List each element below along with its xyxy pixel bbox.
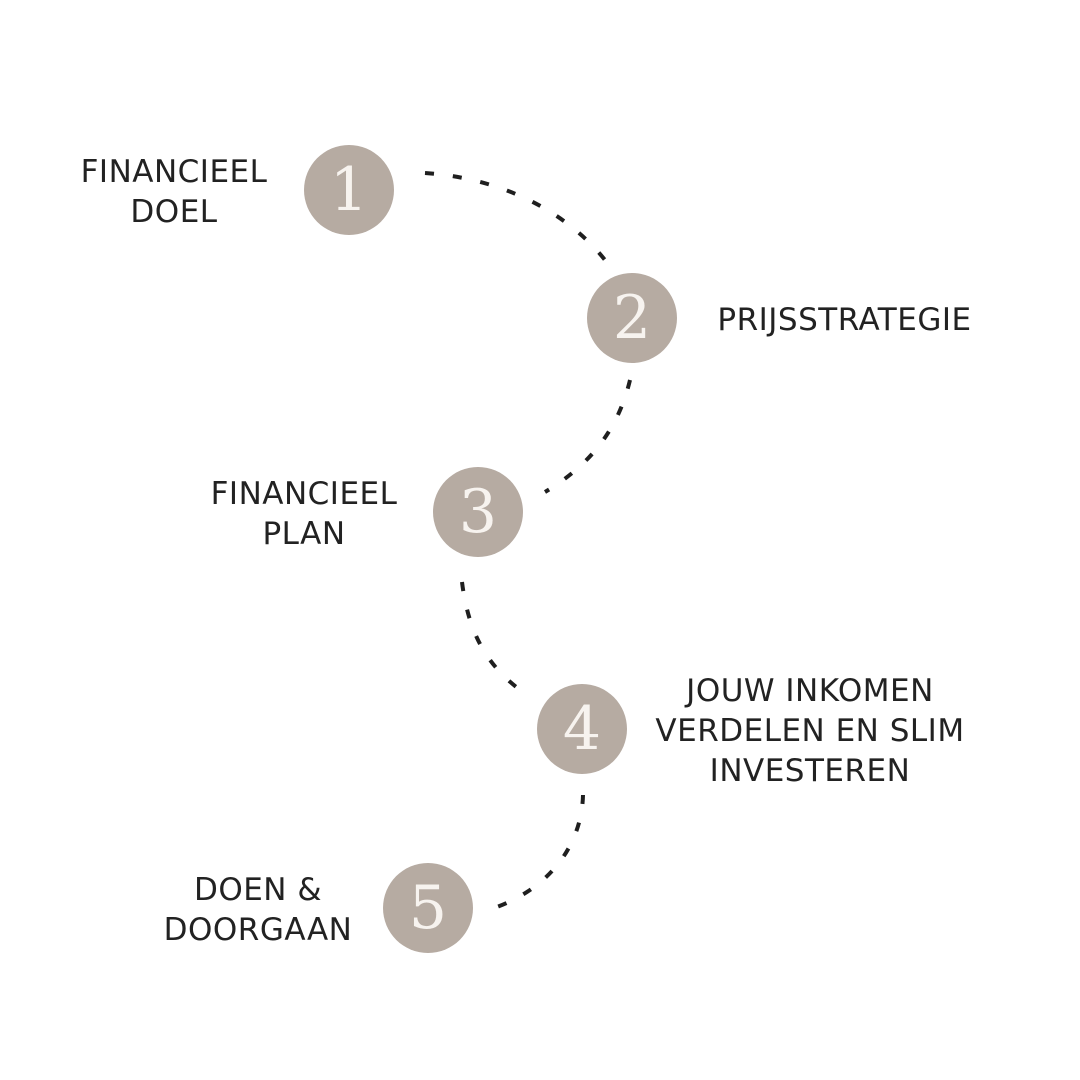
step-5-label-line: DOORGAAN: [163, 912, 353, 948]
connector-2-3: [543, 379, 632, 494]
step-1-label-line: FINANCIEEL: [80, 154, 268, 190]
step-2-label: PRIJSSTRATEGIE: [702, 300, 987, 340]
step-4-label-line: VERDELEN EN SLIM: [655, 713, 965, 749]
step-4-circle: 4: [537, 684, 627, 774]
step-2-label-line: PRIJSSTRATEGIE: [717, 302, 972, 338]
step-3-circle: 3: [433, 467, 523, 557]
step-1-label-line: DOEL: [130, 194, 218, 230]
step-1-label: FINANCIEEL DOEL: [74, 152, 274, 232]
step-3-label-line: PLAN: [262, 516, 346, 552]
connector-3-4: [460, 581, 525, 694]
step-4-number: 4: [562, 694, 602, 764]
step-2-number: 2: [612, 283, 652, 353]
step-4-label-line: INVESTEREN: [709, 753, 911, 789]
connector-1-2: [424, 171, 607, 262]
step-4-label-line: JOUW INKOMEN: [686, 673, 934, 709]
step-5-circle: 5: [383, 863, 473, 953]
step-3-number: 3: [458, 477, 498, 547]
step-4-label: JOUW INKOMEN VERDELEN EN SLIM INVESTEREN: [645, 671, 975, 791]
step-1-circle: 1: [304, 145, 394, 235]
step-5-label: DOEN & DOORGAAN: [158, 870, 358, 950]
step-3-label: FINANCIEEL PLAN: [204, 474, 404, 554]
connector-4-5: [496, 794, 585, 909]
step-5-label-line: DOEN &: [193, 872, 323, 908]
step-1-number: 1: [329, 155, 369, 225]
step-3-label-line: FINANCIEEL: [210, 476, 398, 512]
step-2-circle: 2: [587, 273, 677, 363]
step-5-number: 5: [408, 873, 448, 943]
